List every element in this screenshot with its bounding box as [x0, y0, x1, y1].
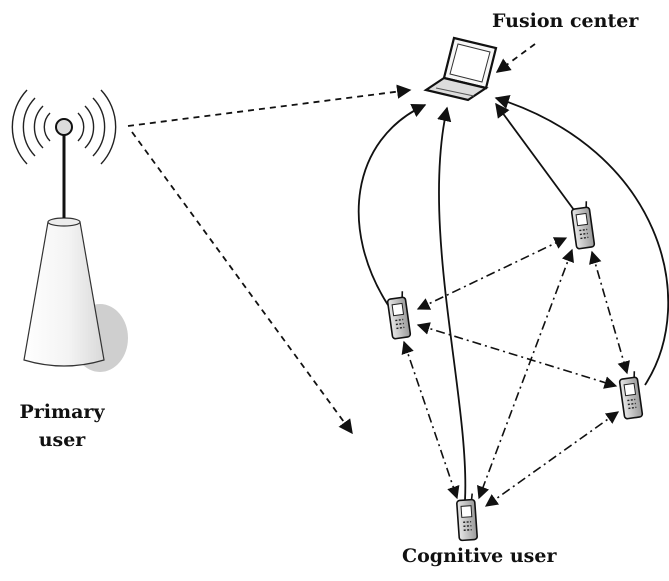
- cognitive-user-label: Cognitive user: [402, 545, 557, 567]
- phone-icon-right: [618, 371, 644, 420]
- link-upperright-right: [589, 250, 630, 375]
- phone-icon-upper-right: [570, 201, 596, 250]
- link-right-bottom: [484, 411, 620, 507]
- tower-antenna-ball: [55, 118, 73, 136]
- link-upper-right-to-fusion: [495, 102, 575, 211]
- link-left-to-fusion: [357, 103, 427, 306]
- fusion-center-label: Fusion center: [492, 10, 639, 32]
- report-links-to-fusion: [357, 95, 669, 501]
- link-bottom-to-fusion: [437, 106, 467, 501]
- radio-waves-icon: [11, 89, 117, 165]
- primary-user-tower-icon: [11, 89, 128, 372]
- primary-user-label: Primary user: [19, 401, 105, 451]
- primary-user-signal-arrows: [127, 43, 536, 435]
- phone-icon-bottom: [456, 493, 478, 542]
- arrow-label-to-fusion: [495, 43, 536, 73]
- link-right-to-fusion: [494, 95, 669, 386]
- phone-icon-left: [386, 291, 412, 340]
- tower-top: [47, 217, 81, 227]
- arrow-primary-to-fusion: [127, 84, 412, 127]
- link-left-upperright: [416, 237, 568, 310]
- fusion-center-laptop-icon: [423, 36, 498, 102]
- arrow-primary-to-cognitive: [131, 131, 353, 435]
- link-left-right: [416, 322, 618, 389]
- link-left-bottom: [401, 340, 460, 500]
- link-upperright-bottom: [477, 248, 574, 500]
- tower-body: [23, 221, 105, 367]
- cooperation-links: [401, 237, 630, 507]
